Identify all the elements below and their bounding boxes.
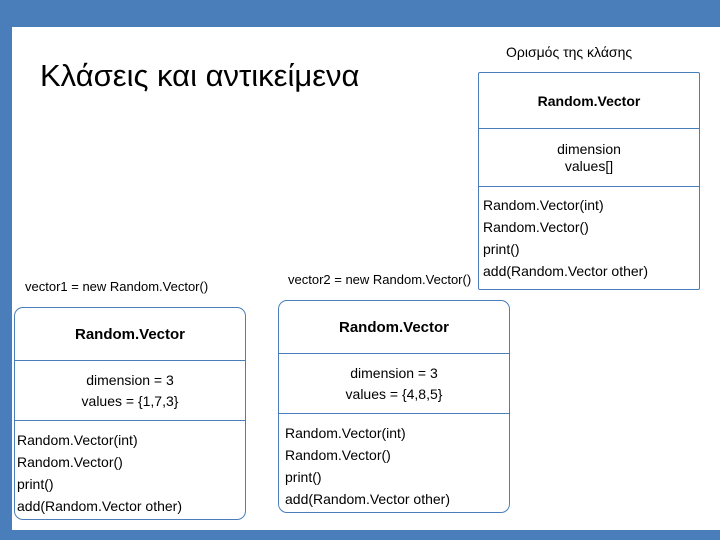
object-name: Random.Vector (338, 318, 450, 336)
object-attributes: dimension = 3 values = {1,7,3} (15, 360, 245, 420)
bottom-accent-bar (0, 530, 720, 540)
class-attributes: dimension values[] (479, 128, 699, 186)
object-name: Random.Vector (74, 325, 186, 343)
object-attributes: dimension = 3 values = {4,8,5} (279, 353, 509, 413)
object-label-vector2: vector2 = new Random.Vector() (288, 272, 472, 287)
object-label-vector1: vector1 = new Random.Vector() (25, 279, 209, 294)
class-method: Random.Vector(int) (483, 197, 604, 213)
object-method: Random.Vector() (17, 454, 123, 470)
top-accent-bar (0, 0, 720, 27)
object-box-vector2: Random.Vector dimension = 3 values = {4,… (278, 300, 510, 513)
object-attribute: values = {4,8,5} (345, 385, 443, 402)
object-method: Random.Vector() (285, 447, 391, 463)
object-method: Random.Vector(int) (17, 432, 138, 448)
class-attribute: dimension (557, 140, 621, 157)
class-method: add(Random.Vector other) (483, 263, 648, 279)
class-attribute: values[] (564, 157, 614, 174)
object-methods: Random.Vector(int) Random.Vector() print… (279, 413, 509, 511)
object-method: Random.Vector(int) (285, 425, 406, 441)
object-box-vector1: Random.Vector dimension = 3 values = {1,… (14, 307, 246, 520)
object-method: add(Random.Vector other) (285, 491, 450, 507)
object-attribute: dimension = 3 (86, 371, 174, 388)
class-method: Random.Vector() (483, 219, 589, 235)
page-title: Κλάσεις και αντικείμενα (40, 58, 360, 93)
object-method: add(Random.Vector other) (17, 498, 182, 514)
object-method: print() (285, 469, 322, 485)
left-accent-bar (0, 27, 12, 540)
class-name: Random.Vector (537, 92, 641, 109)
class-method: print() (483, 241, 520, 257)
class-definition-caption: Ορισμός της κλάσης (506, 44, 633, 60)
object-methods: Random.Vector(int) Random.Vector() print… (15, 420, 245, 518)
class-methods: Random.Vector(int) Random.Vector() print… (479, 186, 699, 289)
class-definition-box: Random.Vector dimension values[] Random.… (478, 72, 700, 290)
object-method: print() (17, 476, 54, 492)
object-attribute: values = {1,7,3} (81, 392, 179, 409)
object-attribute: dimension = 3 (350, 364, 438, 381)
